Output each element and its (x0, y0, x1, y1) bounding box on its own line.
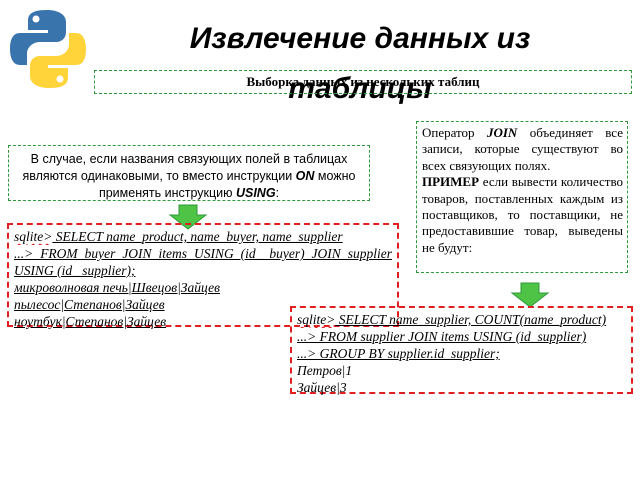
result-row: микроволновая печь|Швецов|Зайцев (14, 280, 220, 295)
keyword-on: ON (295, 169, 315, 183)
using-note-box: В случае, если названия связующих полей … (8, 145, 370, 201)
result-row: пылесос|Степанов|Зайцев (14, 297, 165, 312)
count-query-example: sqlite> SELECT name_supplier, COUNT(name… (290, 306, 633, 395)
using-note-text-3: : (275, 186, 280, 200)
code-line: sqlite> SELECT name_product, name_buyer,… (14, 228, 392, 245)
example-label: ПРИМЕР (422, 174, 480, 190)
sql-text: SELECT name_product, name_buyer, name_su… (52, 229, 343, 244)
using-note-text-2: можно применять инструкцию (98, 169, 356, 200)
sql-text: ...> FROM buyer JOIN items USING (id_ bu… (14, 246, 392, 278)
subtitle: Выборка данных из нескольких таблиц (246, 74, 480, 89)
example-text: если вывести количество товаров, поставл… (422, 174, 623, 255)
result-row: ноутбук|Степанов|Зайцев (14, 314, 167, 329)
sql-text: ...> GROUP BY supplier.id_supplier; (297, 346, 500, 361)
keyword-using: USING (235, 186, 276, 200)
result-row: Петров|1 (297, 363, 353, 378)
sql-prompt: sqlite> (14, 229, 53, 244)
arrow-down-icon (168, 204, 208, 230)
join-note-text-1: Оператор (422, 125, 487, 140)
sql-prompt: sqlite> (297, 312, 336, 327)
join-note-text-2: объединяет все записи, которые существую… (422, 125, 623, 173)
keyword-join: JOIN (486, 125, 518, 140)
sql-text: ...> FROM supplier JOIN items USING (id_… (297, 329, 587, 344)
subtitle-box: Выборка данных из нескольких таблиц (94, 70, 632, 94)
code-line: ...> FROM buyer JOIN items USING (id_ bu… (14, 245, 392, 279)
code-line: ...> GROUP BY supplier.id_supplier; (297, 345, 626, 362)
result-row: Зайцев|3 (297, 380, 347, 395)
python-logo-icon (10, 10, 86, 88)
arrow-down-icon (510, 282, 550, 308)
using-query-example: sqlite> SELECT name_product, name_buyer,… (7, 223, 399, 329)
join-note-box: Оператор JOIN объединяет все записи, кот… (416, 121, 628, 273)
page-title: Извлечение данных из таблицы (189, 22, 531, 105)
sql-text: SELECT name_supplier, COUNT(name_product… (335, 312, 607, 327)
code-line: ...> FROM supplier JOIN items USING (id_… (297, 328, 626, 345)
code-line: sqlite> SELECT name_supplier, COUNT(name… (297, 311, 626, 328)
using-note-text-1: В случае, если названия связующих полей … (22, 152, 348, 183)
